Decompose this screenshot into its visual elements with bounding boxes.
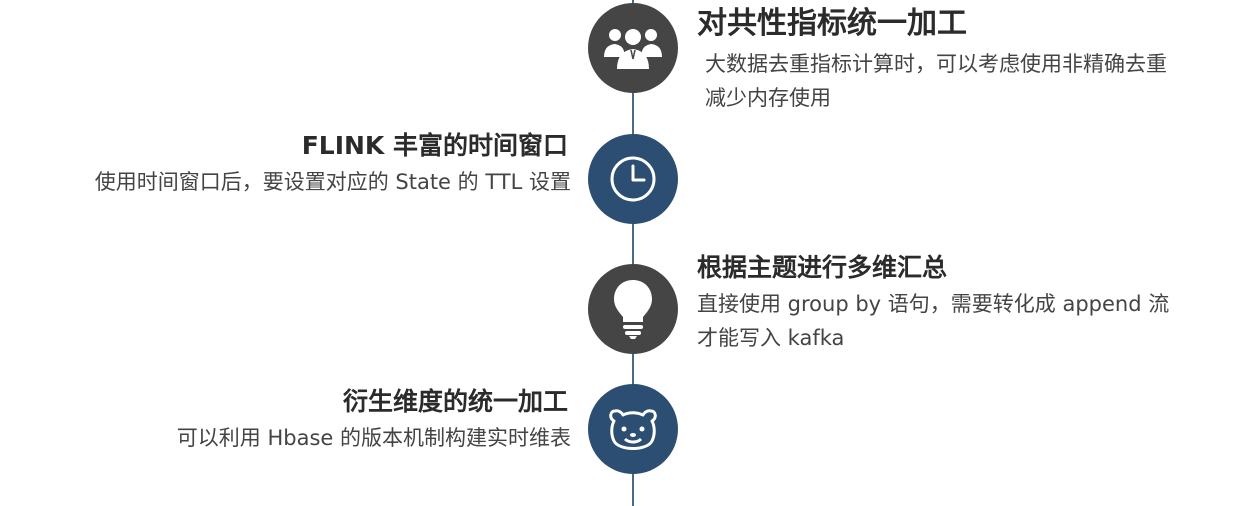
clock-icon (610, 156, 656, 202)
lightbulb-icon (614, 280, 652, 339)
item-4-title: 衍生维度的统一加工 (342, 387, 568, 416)
item-3-title: 根据主题进行多维汇总 (697, 253, 948, 282)
timeline-node-2 (588, 134, 678, 224)
bear-icon (609, 409, 657, 450)
timeline-axis (632, 0, 634, 506)
team-icon (604, 29, 662, 69)
item-1-title: 对共性指标统一加工 (697, 6, 967, 41)
item-3-desc-line-1: 直接使用 group by 语句，需要转化成 append 流 (697, 292, 1170, 316)
item-3-desc-line-2: 才能写入 kafka (697, 326, 845, 350)
timeline-node-1 (588, 3, 678, 93)
item-1-desc-line-1: 大数据去重指标计算时，可以考虑使用非精确去重 (705, 52, 1167, 76)
item-2-desc-line-1: 使用时间窗口后，要设置对应的 State 的 TTL 设置 (94, 170, 571, 194)
timeline-node-4 (588, 384, 678, 474)
item-4-desc-line-1: 可以利用 Hbase 的版本机制构建实时维表 (176, 426, 571, 450)
item-2-title: FLINK 丰富的时间窗口 (301, 131, 568, 160)
timeline-node-3 (588, 264, 678, 354)
item-1-desc-line-2: 减少内存使用 (705, 86, 831, 110)
